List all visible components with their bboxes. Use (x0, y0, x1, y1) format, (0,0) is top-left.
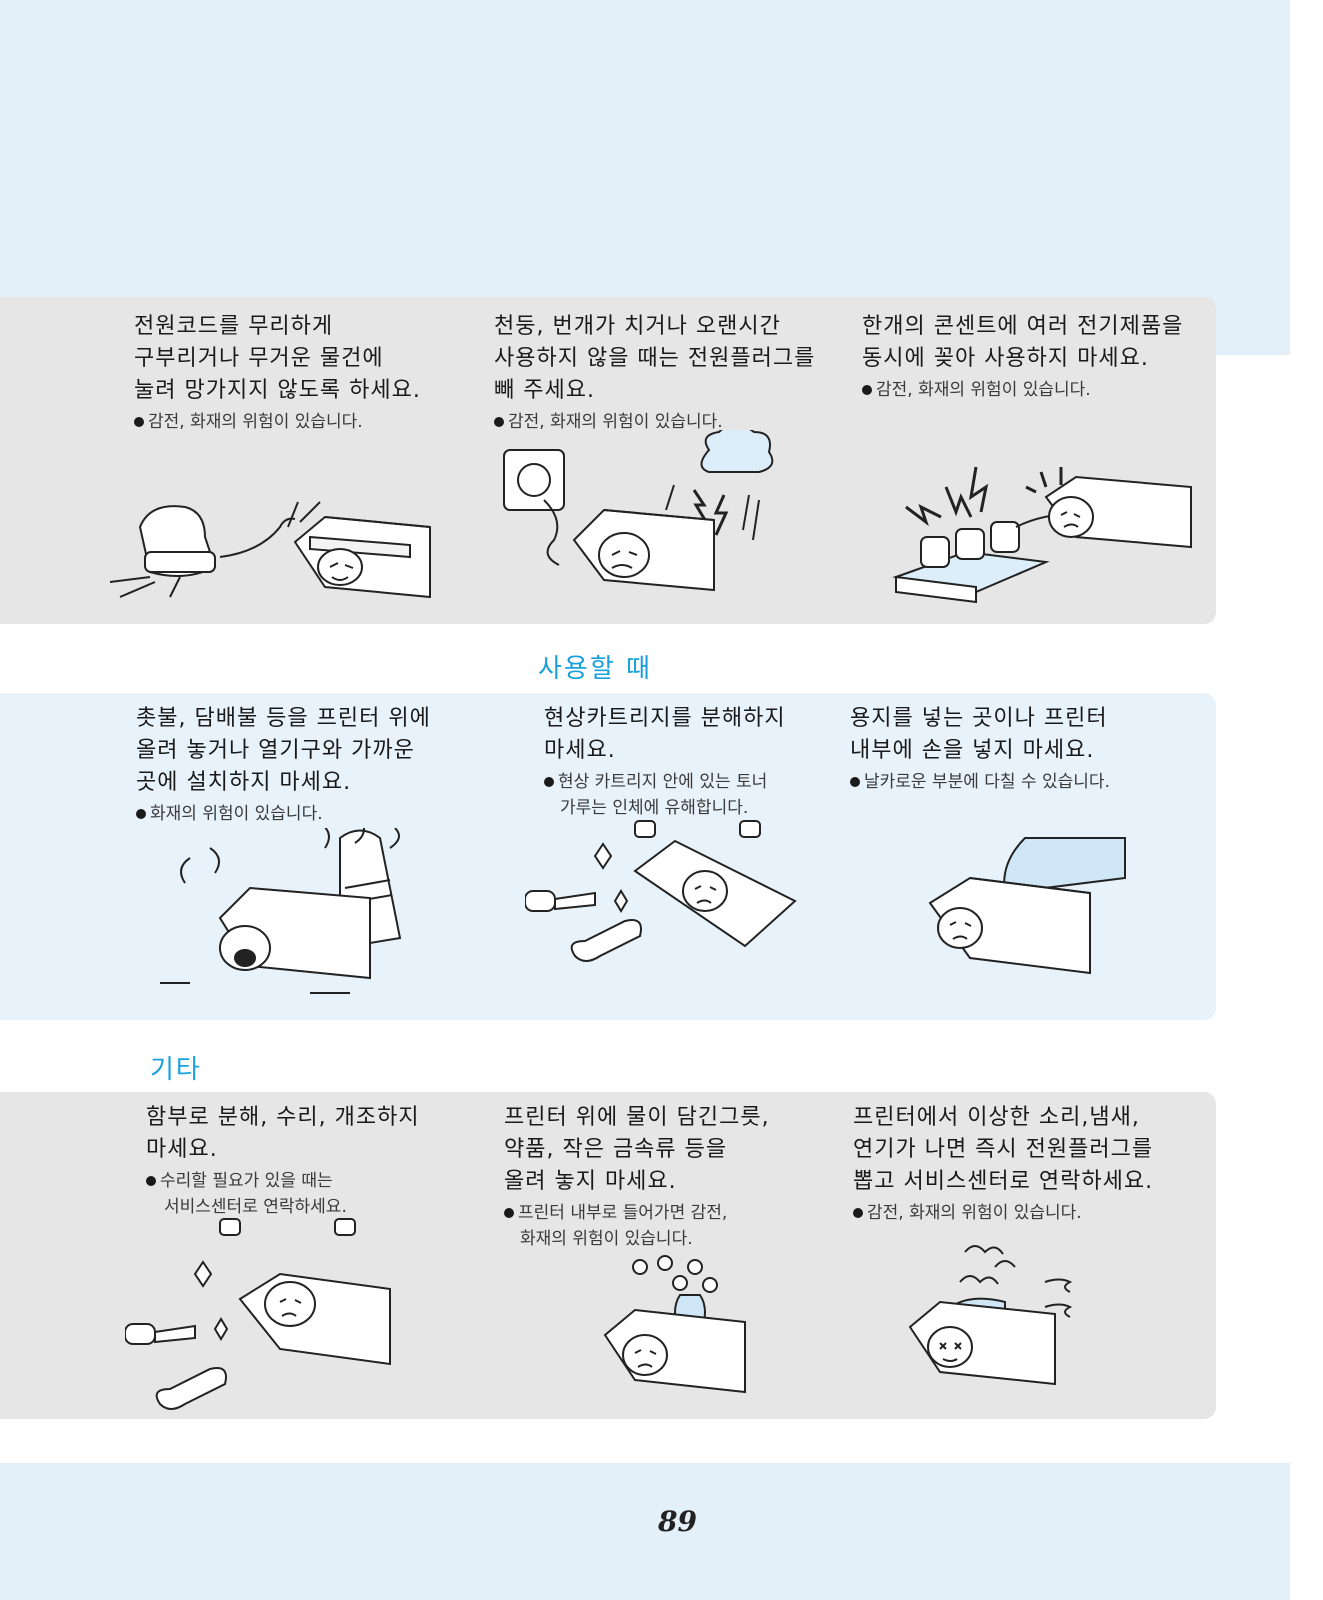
section-title-other: 기타 (150, 1055, 202, 1085)
warning-note: 감전, 화재의 위험이 있습니다. (853, 1200, 1153, 1226)
note-text: 감전, 화재의 위험이 있습니다. (148, 412, 363, 432)
heading-line: 빼 주세요. (494, 378, 595, 403)
row2-item-candle: 촛불, 담배불 등을 프린터 위에 올려 놓거나 열기구와 가까운 곳에 설치하… (136, 703, 431, 827)
page-number: 89 (658, 1505, 697, 1538)
heading-line: 용지를 넣는 곳이나 프린터 (850, 706, 1108, 731)
warning-note: 날카로운 부분에 다칠 수 있습니다. (850, 769, 1110, 795)
row1-item-lightning-unplug: 천둥, 번개가 치거나 오랜시간 사용하지 않을 때는 전원플러그를 빼 주세요… (494, 311, 815, 435)
vase-on-printer-illustration (603, 1255, 746, 1394)
warning-note: 수리할 필요가 있을 때는 (146, 1168, 420, 1194)
heading-line: 약품, 작은 금속류 등을 (504, 1137, 728, 1162)
heading-line: 올려 놓거나 열기구와 가까운 (136, 738, 415, 763)
note-text: 감전, 화재의 위험이 있습니다. (867, 1203, 1082, 1223)
bullet-icon (146, 1176, 156, 1186)
heading-line: 동시에 꽂아 사용하지 마세요. (862, 346, 1149, 371)
note-text: 감전, 화재의 위험이 있습니다. (508, 412, 723, 432)
row2-item-cartridge: 현상카트리지를 분해하지 마세요. 현상 카트리지 안에 있는 토너 가루는 인… (544, 703, 786, 821)
note-text: 날카로운 부분에 다칠 수 있습니다. (864, 772, 1110, 792)
hand-in-printer-illustration (928, 837, 1126, 975)
heading-line: 마세요. (544, 738, 616, 763)
note-text: 수리할 필요가 있을 때는 (160, 1171, 333, 1191)
row3-item-no-disassembly: 함부로 분해, 수리, 개조하지 마세요. 수리할 필요가 있을 때는 서비스센… (146, 1102, 420, 1220)
heading-line: 프린터 위에 물이 담긴그릇, (504, 1105, 770, 1130)
warning-note: 현상 카트리지 안에 있는 토너 (544, 769, 786, 795)
warning-note: 화재의 위험이 있습니다. (136, 801, 431, 827)
warning-note: 감전, 화재의 위험이 있습니다. (494, 409, 815, 435)
note-text: 화재의 위험이 있습니다. (150, 804, 323, 824)
bullet-icon (850, 777, 860, 787)
bullet-icon (494, 417, 504, 427)
warning-note: 감전, 화재의 위험이 있습니다. (862, 377, 1183, 403)
warning-note-cont: 가루는 인체에 유해합니다. (560, 798, 749, 818)
bullet-icon (136, 809, 146, 819)
bullet-icon (853, 1208, 863, 1218)
row1-panel: 전원코드를 무리하게 구부리거나 무거운 물건에 눌려 망가지지 않도록 하세요… (0, 297, 1216, 624)
smoking-printer-illustration (908, 1245, 1073, 1386)
tools-printer-illustration (125, 1218, 391, 1410)
heading-line: 연기가 나면 즉시 전원플러그를 (853, 1137, 1154, 1162)
row2-panel: 촛불, 담배불 등을 프린터 위에 올려 놓거나 열기구와 가까운 곳에 설치하… (0, 693, 1216, 1020)
heading-line: 눌려 망가지지 않도록 하세요. (134, 378, 421, 403)
heading-line: 곳에 설치하지 마세요. (136, 770, 352, 795)
unplug-thunder-illustration (503, 430, 774, 592)
row1-item-multi-outlet: 한개의 콘센트에 여러 전기제품을 동시에 꽂아 사용하지 마세요. 감전, 화… (862, 311, 1183, 403)
bullet-icon (862, 385, 872, 395)
heading-line: 전원코드를 무리하게 (134, 314, 334, 339)
heading-line: 마세요. (146, 1137, 218, 1162)
bullet-icon (134, 417, 144, 427)
heading-line: 촛불, 담배불 등을 프린터 위에 (136, 706, 431, 731)
bullet-icon (544, 777, 554, 787)
section-title-using: 사용할 때 (538, 654, 652, 684)
heading-line: 프린터에서 이상한 소리,냄새, (853, 1105, 1140, 1130)
heading-line: 천둥, 번개가 치거나 오랜시간 (494, 314, 781, 339)
heading-line: 뽑고 서비스센터로 연락하세요. (853, 1169, 1154, 1194)
row1-item-bent-cord: 전원코드를 무리하게 구부리거나 무거운 물건에 눌려 망가지지 않도록 하세요… (134, 311, 421, 435)
heading-line: 올려 놓지 마세요. (504, 1169, 677, 1194)
warning-note: 프린터 내부로 들어가면 감전, (504, 1200, 770, 1226)
note-text: 프린터 내부로 들어가면 감전, (518, 1203, 728, 1223)
row2-item-hand-inside: 용지를 넣는 곳이나 프린터 내부에 손을 넣지 마세요. 날카로운 부분에 다… (850, 703, 1110, 795)
bottom-band (0, 1463, 1290, 1600)
heading-line: 사용하지 않을 때는 전원플러그를 (494, 346, 816, 371)
overloaded-outlet-illustration (892, 466, 1192, 604)
heading-line: 한개의 콘센트에 여러 전기제품을 (862, 314, 1184, 339)
warning-note-cont: 서비스센터로 연락하세요. (164, 1197, 347, 1217)
heading-line: 현상카트리지를 분해하지 (544, 706, 786, 731)
row3-item-no-objects: 프린터 위에 물이 담긴그릇, 약품, 작은 금속류 등을 올려 놓지 마세요.… (504, 1102, 770, 1252)
warning-note: 감전, 화재의 위험이 있습니다. (134, 409, 421, 435)
warning-note-cont: 화재의 위험이 있습니다. (520, 1229, 693, 1249)
heading-line: 함부로 분해, 수리, 개조하지 (146, 1105, 420, 1130)
note-text: 감전, 화재의 위험이 있습니다. (876, 380, 1091, 400)
row3-panel: 함부로 분해, 수리, 개조하지 마세요. 수리할 필요가 있을 때는 서비스센… (0, 1092, 1216, 1419)
bullet-icon (504, 1208, 514, 1218)
top-band (0, 0, 1290, 355)
heading-line: 내부에 손을 넣지 마세요. (850, 738, 1095, 763)
heater-printer-illustration (160, 828, 402, 994)
crushed-cord-illustration (110, 501, 431, 599)
cartridge-disassembly-illustration (525, 820, 797, 962)
note-text: 현상 카트리지 안에 있는 토너 (558, 772, 768, 792)
heading-line: 구부리거나 무거운 물건에 (134, 346, 384, 371)
row3-item-strange-noise: 프린터에서 이상한 소리,냄새, 연기가 나면 즉시 전원플러그를 뽑고 서비스… (853, 1102, 1153, 1226)
